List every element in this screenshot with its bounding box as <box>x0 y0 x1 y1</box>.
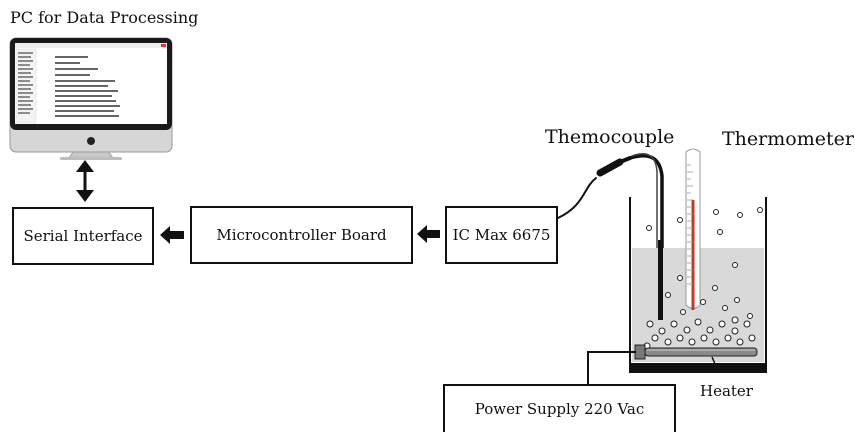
power-supply-box: Power Supply 220 Vac <box>443 384 676 432</box>
ic-max6675-box: IC Max 6675 <box>445 206 558 264</box>
thermocouple-probe <box>658 240 663 320</box>
bidirectional-arrow-icon <box>76 160 94 202</box>
pc-label: PC for Data Processing <box>10 8 199 27</box>
heater-rod-icon <box>634 344 758 367</box>
arrow-ic-to-micro <box>417 225 440 243</box>
heater-label: Heater <box>700 382 753 400</box>
thermometer-label: Thermometer <box>722 128 854 150</box>
computer-monitor-icon <box>9 37 173 160</box>
serial-interface-label: Serial Interface <box>23 227 143 245</box>
thermocouple-label: Themocouple <box>545 126 675 148</box>
arrow-micro-to-serial <box>160 226 184 244</box>
bubbles <box>643 207 763 350</box>
power-supply-label: Power Supply 220 Vac <box>474 400 645 418</box>
thermocouple-cable <box>557 152 664 320</box>
power-wire <box>587 351 636 385</box>
microcontroller-box: Microcontroller Board <box>190 206 413 264</box>
ic-max6675-label: IC Max 6675 <box>452 226 551 244</box>
microcontroller-label: Microcontroller Board <box>216 226 387 244</box>
serial-interface-box: Serial Interface <box>12 207 154 265</box>
thermometer-icon <box>685 148 701 310</box>
